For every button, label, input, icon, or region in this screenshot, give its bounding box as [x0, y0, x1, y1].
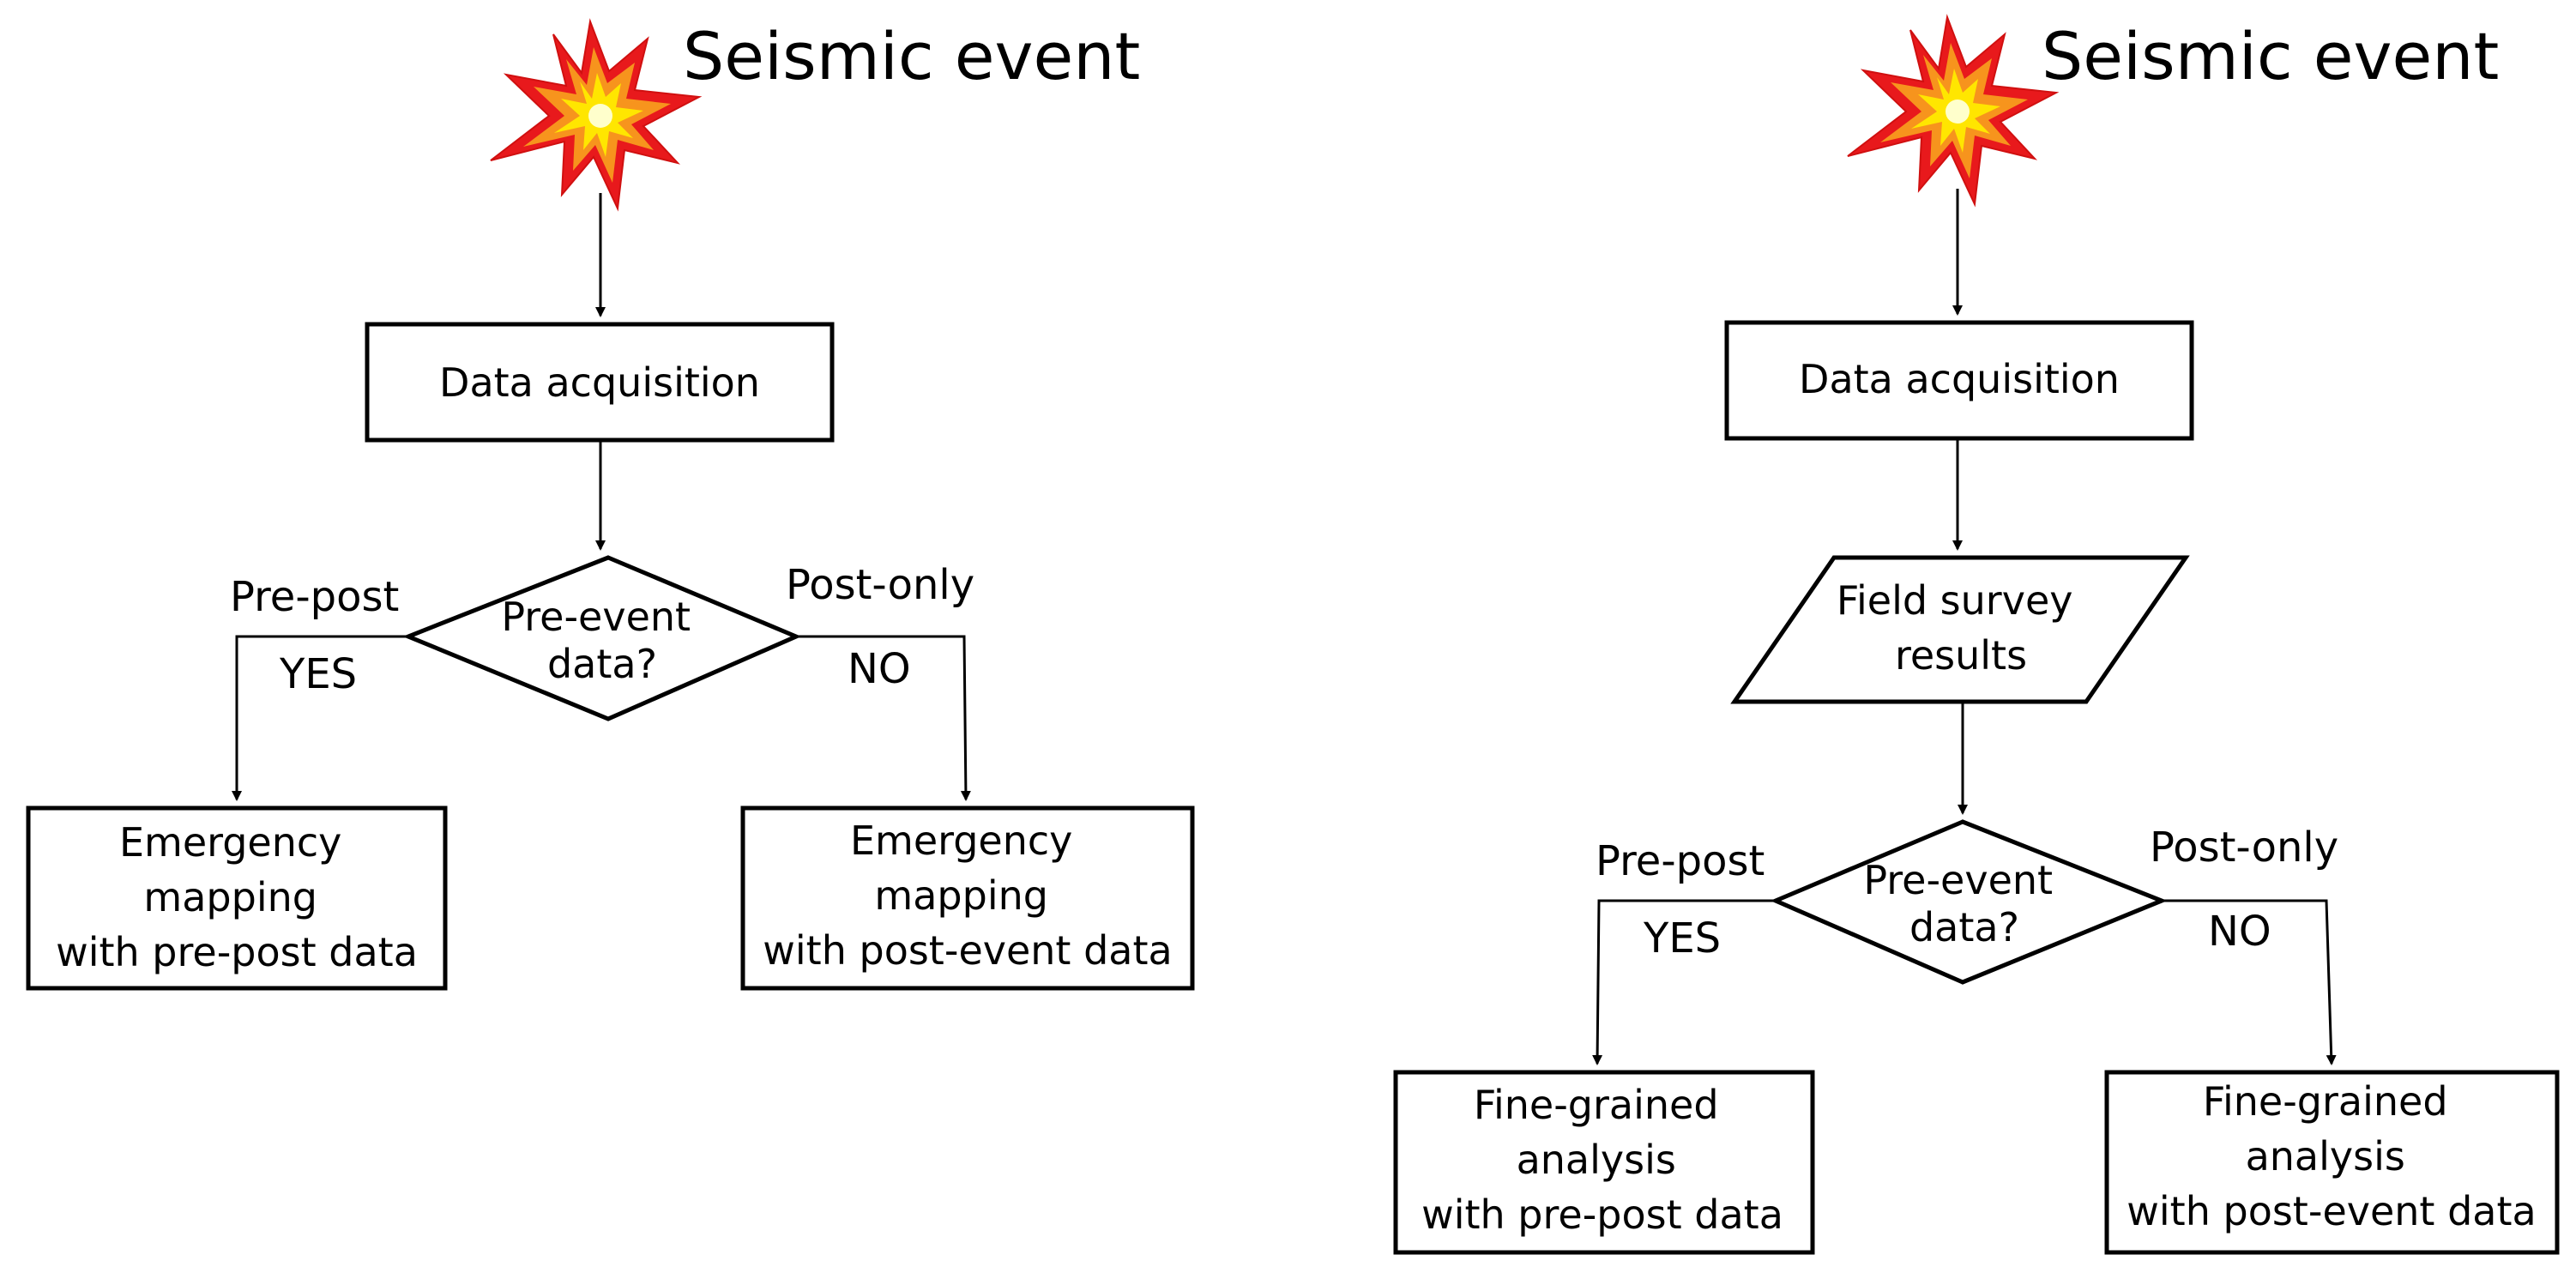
left-yes-connector [232, 635, 408, 801]
left-no-result-line-2: mapping [874, 872, 1048, 919]
right-no-result-line-1: Fine-grained [2203, 1078, 2448, 1125]
left-yes-result-line-2: mapping [143, 874, 317, 920]
right-yes-result-line-1: Fine-grained [1474, 1082, 1719, 1128]
right-no-answer: NO [2208, 908, 2271, 956]
left-no-result-box [740, 805, 1195, 991]
right-yes-connector [1592, 899, 1776, 1065]
explosion-icon [1847, 14, 2060, 208]
left-yes-result-line-1: Emergency [119, 819, 341, 866]
right-no-result-box [2104, 1070, 2560, 1255]
right-no-branch-label: Post-only [2150, 824, 2338, 872]
right-no-result-text: Fine-grained analysis with post-event da… [2127, 1078, 2536, 1234]
left-yes-result-text: Emergency mapping with pre-post data [56, 819, 418, 975]
right-no-result-line-2: analysis [2246, 1133, 2405, 1179]
left-no-result-text: Emergency mapping with post-event data [763, 817, 1172, 974]
left-decision-text: Pre-event data? [501, 594, 703, 687]
explosion-core [1946, 100, 1970, 124]
left-decision-line-2: data? [547, 641, 657, 687]
right-decision-diamond [1770, 819, 2168, 985]
left-acquisition-text: Data acquisition [439, 359, 760, 406]
right-yes-result-text: Fine-grained analysis with pre-post data [1421, 1082, 1783, 1238]
right-survey-parallelogram [1730, 555, 2190, 704]
left-decision-line-1: Pre-event [501, 594, 691, 640]
right-yes-result-line-2: analysis [1517, 1137, 1676, 1183]
left-acquisition-box [365, 322, 835, 443]
right-yes-branch-label: Pre-post [1596, 837, 1765, 885]
left-yes-result-box [26, 805, 448, 991]
explosion-icon [490, 18, 703, 212]
right-title: Seismic event [2042, 18, 2499, 94]
left-yes-branch-label: Pre-post [230, 573, 399, 621]
left-yes-answer: YES [279, 650, 357, 698]
right-decision-text: Pre-event data? [1863, 857, 2065, 950]
right-yes-answer: YES [1643, 914, 1721, 962]
right-acquisition-box [1724, 320, 2194, 441]
right-survey-line-1: Field survey [1837, 577, 2073, 624]
left-decision-diamond [402, 555, 802, 721]
left-flowchart: Seismic event Data acquisition Pre-event… [26, 18, 1195, 991]
left-no-answer: NO [848, 645, 911, 693]
right-survey-line-2: results [1895, 632, 2027, 679]
right-yes-result-line-3: with pre-post data [1421, 1192, 1783, 1238]
left-title: Seismic event [683, 18, 1140, 94]
right-flowchart: Seismic event Data acquisition Field sur… [1393, 14, 2560, 1255]
right-decision-line-1: Pre-event [1863, 857, 2053, 903]
explosion-core [588, 104, 612, 128]
right-no-connector [2162, 899, 2337, 1065]
left-yes-result-line-3: with pre-post data [56, 929, 418, 975]
left-no-result-line-1: Emergency [850, 817, 1072, 864]
right-survey-text: Field survey results [1837, 577, 2085, 679]
right-acquisition-text: Data acquisition [1799, 356, 2120, 402]
left-no-result-line-3: with post-event data [763, 927, 1172, 974]
right-no-result-line-3: with post-event data [2127, 1188, 2536, 1234]
left-no-branch-label: Post-only [786, 561, 974, 609]
left-no-connector [796, 635, 971, 801]
right-decision-line-2: data? [1909, 904, 2019, 950]
right-yes-result-box [1393, 1070, 1815, 1255]
